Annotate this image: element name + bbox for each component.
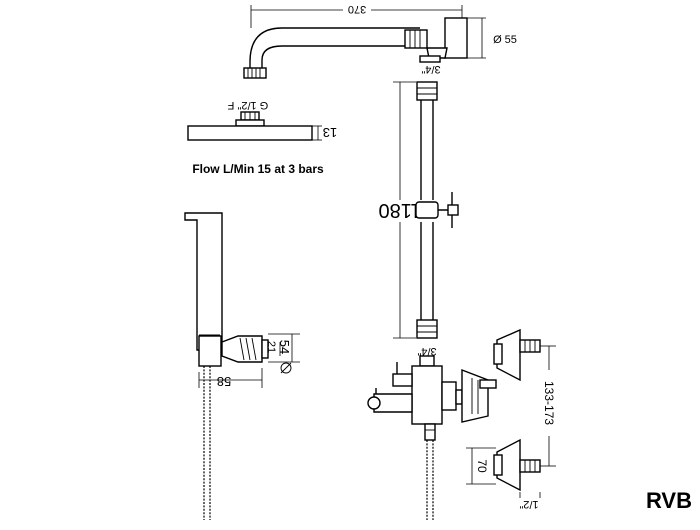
inlet-thread-label: 1/2"	[519, 498, 538, 510]
arm-tube-inner	[261, 45, 420, 72]
arm-nut	[419, 55, 441, 63]
holder-plate	[261, 339, 269, 359]
head-connector-base	[235, 119, 265, 127]
riser-height-label: 1180	[378, 199, 421, 221]
flow-label: Flow L/Min 15 at 3 bars	[192, 162, 324, 176]
eccentric-fittings: 133-173 70 1/2"	[466, 328, 558, 510]
shower-arm: 370 Ø 55 3/4"	[243, 2, 517, 79]
holder-knob	[447, 204, 459, 216]
holder-inner-label: 21	[265, 341, 277, 353]
wall-block	[444, 17, 468, 59]
riser-top-fitting	[416, 81, 438, 101]
lower-eccentric-nut	[493, 454, 503, 476]
riser-rail: 3/4" 1180	[362, 81, 459, 357]
wall-flange	[461, 368, 489, 423]
mixer-top-nut	[419, 355, 435, 367]
wall-holder	[198, 335, 222, 367]
eccentric-offset-label: 70	[475, 459, 489, 473]
flange-top-tab	[479, 379, 497, 389]
shower-head: G 1/2" F 13 Flow L/Min 15 at 3 bars	[187, 99, 337, 176]
mixer-outlet	[424, 423, 436, 441]
head-thickness-label: 13	[323, 125, 337, 140]
hand-shower: 54 21 58	[184, 212, 300, 520]
mixer-body	[411, 365, 443, 425]
arm-diameter-label: Ø 55	[493, 34, 517, 46]
thread-bottom-label: 3/4"	[417, 345, 436, 357]
eccentric-range-label: 133-173	[542, 381, 556, 425]
mixer-left-knob	[367, 396, 381, 410]
arm-tube-outer	[249, 27, 420, 70]
riser-bottom-fitting	[416, 319, 438, 339]
holder-height-label: 54	[277, 340, 292, 354]
holder-depth-label: 58	[217, 374, 231, 389]
upper-eccentric-nut	[493, 343, 503, 365]
thread-top-label: 3/4"	[421, 63, 440, 75]
arm-nozzle	[243, 67, 267, 79]
arm-ferrule	[404, 29, 428, 49]
hand-shower-body	[184, 212, 223, 351]
head-connection-label: G 1/2" F	[227, 99, 268, 111]
mixer-valve	[367, 355, 497, 520]
arm-length-label: 370	[348, 3, 366, 15]
diameter-symbol	[280, 362, 292, 374]
mixer-lever-base	[392, 373, 413, 387]
head-plate	[187, 125, 313, 141]
sliding-holder	[415, 201, 439, 219]
brand-logo: RVB	[646, 488, 692, 513]
mixer-right-nut	[441, 381, 457, 411]
